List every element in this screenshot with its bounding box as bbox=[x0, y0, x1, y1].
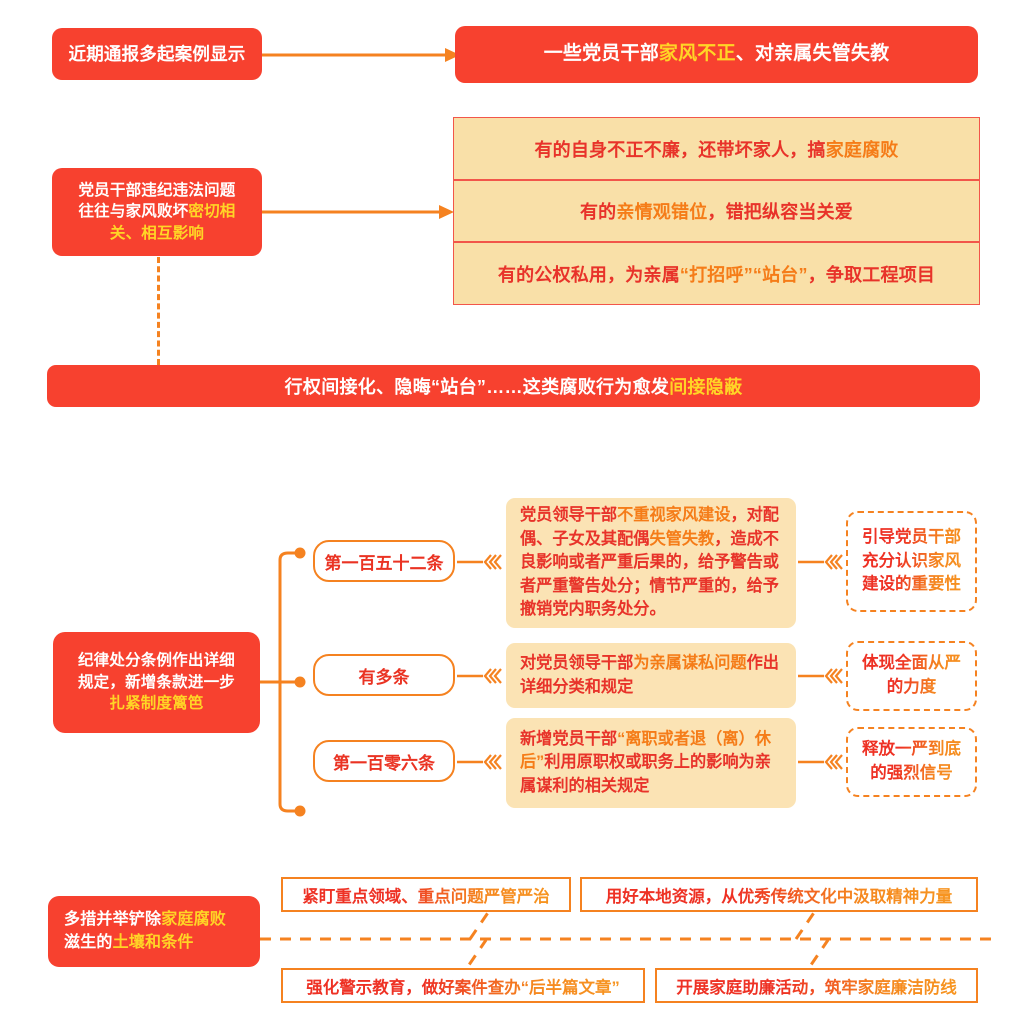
branch-0-chevron-left bbox=[457, 554, 502, 570]
banner-highlight: 间接隐蔽 bbox=[669, 377, 743, 397]
s4-hl1: 家庭腐败 bbox=[161, 911, 227, 929]
measure-box-top-1-text: 用好本地资源，从优秀传统文化中汲取精神力量 bbox=[606, 883, 953, 907]
branch-pill-2-label: 第一百零六条 bbox=[333, 753, 435, 773]
branch-outcome-0: 引导党员干部充分认识家风建设的重要性 bbox=[846, 511, 977, 612]
banner-part1: 行权间接化、隐晦“站台”……这类腐败行为愈发 bbox=[284, 377, 670, 397]
branch-outcome-2-text: 释放一严到底的强烈信号 bbox=[857, 738, 966, 786]
branch-1-chevron-left bbox=[457, 668, 502, 684]
b2-part1: 新增党员干部 bbox=[520, 729, 618, 748]
headline-part1: 一些党员干部 bbox=[543, 43, 659, 65]
branch-pill-1[interactable]: 有多条 bbox=[313, 654, 455, 696]
measure-box-bottom-1-text: 开展家庭助廉活动，筑牢家庭廉洁防线 bbox=[676, 974, 957, 998]
measure-box-bottom-1[interactable]: 开展家庭助廉活动，筑牢家庭廉洁防线 bbox=[655, 968, 978, 1003]
b0-hl2: 失管失教 bbox=[649, 529, 715, 548]
source-label-box: 近期通报多起案例显示 bbox=[52, 28, 262, 80]
section3-bracket-connector bbox=[260, 547, 306, 817]
branch-pill-1-label: 有多条 bbox=[358, 667, 410, 687]
branch-1-chevron-right bbox=[798, 668, 843, 684]
branch-content-2: 新增党员干部“离职或者退（离）休后”利用原职权或职务上的影响为亲属谋利的相关规定 bbox=[506, 718, 796, 808]
branch-outcome-0-text: 引导党员干部充分认识家风建设的重要性 bbox=[857, 526, 966, 597]
row0-highlight: 家庭腐败 bbox=[825, 139, 899, 160]
headline-text: 一些党员干部家风不正、对亲属失管失教 bbox=[544, 41, 890, 67]
measure-box-top-0-text: 紧盯重点领域、重点问题严管严治 bbox=[302, 883, 550, 907]
headline-highlight: 家风不正 bbox=[658, 43, 736, 65]
section2-premise-line2: 往往与家风败坏密切相 bbox=[78, 201, 235, 222]
headline-banner: 一些党员干部家风不正、对亲属失管失教 bbox=[455, 26, 978, 83]
row2-highlight: “打招呼”“站台” bbox=[679, 264, 808, 285]
section2-premise-part2: 往往与家风败坏 bbox=[78, 203, 189, 221]
branch-2-chevron-right bbox=[798, 754, 843, 770]
row2-part1: 有的公权私用，为亲属 bbox=[497, 264, 680, 285]
row1-part1: 有的 bbox=[579, 202, 617, 222]
section2-summary-banner: 行权间接化、隐晦“站台”……这类腐败行为愈发间接隐蔽 bbox=[47, 365, 980, 407]
branch-2-chevron-left bbox=[457, 754, 502, 770]
section2-row-2-text: 有的公权私用，为亲属“打招呼”“站台”，争取工程项目 bbox=[498, 261, 935, 287]
b1-part1: 对党员领导干部 bbox=[520, 653, 634, 672]
branch-pill-0-label: 第一百五十二条 bbox=[324, 553, 444, 573]
section2-premise-line1: 党员干部违纪违法问题 bbox=[78, 181, 236, 199]
branch-outcome-2: 释放一严到底的强烈信号 bbox=[846, 727, 977, 797]
b2-part2: 利用原职权或职务上的影响为亲属谋利的相关规定 bbox=[520, 753, 771, 795]
section2-premise-highlight: 密切相 bbox=[188, 203, 236, 221]
b1-part2: 作出详细分类和规定 bbox=[520, 653, 779, 696]
branch-outcome-1-text: 体现全面从严的力度 bbox=[857, 652, 966, 700]
b2-hl1: “离职或者退（离）休后” bbox=[520, 729, 771, 772]
branch-content-1-text: 对党员领导干部为亲属谋私问题作出详细分类和规定 bbox=[520, 652, 783, 699]
section2-premise-line3: 关、相互影响 bbox=[109, 224, 205, 242]
branch-content-2-text: 新增党员干部“离职或者退（离）休后”利用原职权或职务上的影响为亲属谋利的相关规定 bbox=[520, 728, 783, 799]
section4-premise-line1: 多措并举铲除家庭腐败 bbox=[64, 909, 226, 931]
b0-part1: 党员领导干部 bbox=[520, 505, 618, 524]
measure-box-bottom-0-text: 强化警示教育，做好案件查办“后半篇文章” bbox=[306, 974, 620, 998]
section4-premise-line2: 滋生的土壤和条件 bbox=[64, 932, 194, 954]
section2-banner-text: 行权间接化、隐晦“站台”……这类腐败行为愈发间接隐蔽 bbox=[285, 373, 743, 399]
headline-part2: 、对亲属失管失教 bbox=[735, 43, 890, 65]
branch-outcome-1: 体现全面从严的力度 bbox=[846, 641, 977, 711]
row1-part2: ，错把纵容当关爱 bbox=[707, 202, 853, 222]
section2-dashed-connector bbox=[157, 257, 160, 365]
branch-pill-0[interactable]: 第一百五十二条 bbox=[313, 540, 455, 582]
s4-part1: 多措并举铲除 bbox=[64, 911, 162, 929]
section3-premise-box: 纪律处分条例作出详细 规定，新增条款进一步 扎紧制度篱笆 bbox=[53, 632, 260, 733]
section1-arrow-connector bbox=[255, 48, 460, 62]
section3-premise-line3: 扎紧制度篱笆 bbox=[109, 695, 204, 713]
b0-hl1: 不重视家风建设 bbox=[617, 505, 731, 524]
section3-premise-line1: 纪律处分条例作出详细 bbox=[77, 652, 235, 670]
branch-content-0-text: 党员领导干部不重视家风建设，对配偶、子女及其配偶失管失教，造成不良影响或者严重后… bbox=[520, 504, 783, 622]
branch-0-chevron-right bbox=[798, 554, 843, 570]
section2-row-2: 有的公权私用，为亲属“打招呼”“站台”，争取工程项目 bbox=[453, 242, 980, 305]
section2-arrow-connector bbox=[260, 205, 454, 219]
section3-premise-line2: 规定，新增条款进一步 bbox=[77, 673, 235, 691]
b0-part3: ，造成不良影响或者严重后果的，给予警告或者严重警告处分；情节严重的，给予撤销党内… bbox=[520, 529, 779, 619]
section2-row-0-text: 有的自身不正不廉，还带坏家人，搞家庭腐败 bbox=[534, 136, 898, 162]
b0-part2: ，对配偶、子女及其配偶 bbox=[520, 505, 779, 548]
row1-highlight: 亲情观错位 bbox=[616, 202, 708, 222]
section2-row-1: 有的亲情观错位，错把纵容当关爱 bbox=[453, 180, 980, 242]
branch-pill-2[interactable]: 第一百零六条 bbox=[313, 740, 455, 782]
measure-box-bottom-0[interactable]: 强化警示教育，做好案件查办“后半篇文章” bbox=[281, 968, 645, 1003]
row0-part1: 有的自身不正不廉，还带坏家人，搞 bbox=[534, 139, 826, 160]
section2-row-0: 有的自身不正不廉，还带坏家人，搞家庭腐败 bbox=[453, 117, 980, 180]
branch-content-1: 对党员领导干部为亲属谋私问题作出详细分类和规定 bbox=[506, 643, 796, 708]
row2-part2: ，争取工程项目 bbox=[807, 264, 936, 285]
branch-content-0: 党员领导干部不重视家风建设，对配偶、子女及其配偶失管失教，造成不良影响或者严重后… bbox=[506, 498, 796, 628]
measure-box-top-1[interactable]: 用好本地资源，从优秀传统文化中汲取精神力量 bbox=[580, 877, 978, 912]
s4-hl2: 土壤和条件 bbox=[112, 933, 194, 951]
section4-premise-box: 多措并举铲除家庭腐败 滋生的土壤和条件 bbox=[48, 896, 260, 967]
s4-part2: 滋生的 bbox=[64, 933, 113, 951]
section2-row-1-text: 有的亲情观错位，错把纵容当关爱 bbox=[580, 198, 853, 224]
measure-box-top-0[interactable]: 紧盯重点领域、重点问题严管严治 bbox=[281, 877, 571, 912]
b1-hl1: 为亲属谋私问题 bbox=[633, 653, 747, 672]
section2-premise-box: 党员干部违纪违法问题 往往与家风败坏密切相 关、相互影响 bbox=[52, 168, 262, 256]
source-label-text: 近期通报多起案例显示 bbox=[68, 43, 246, 64]
